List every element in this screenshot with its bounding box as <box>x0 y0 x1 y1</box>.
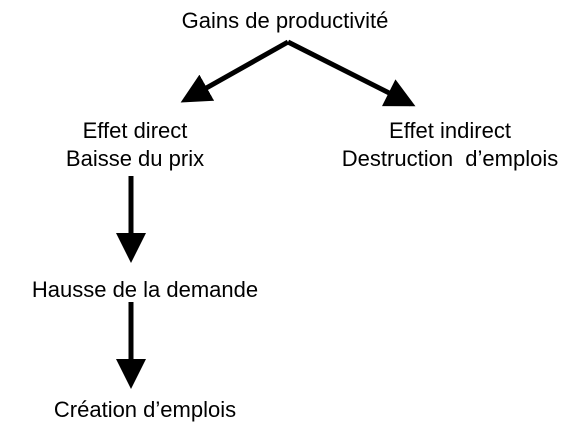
node-job-creation: Création d’emplois <box>0 396 290 424</box>
node-productivity-gains: Gains de productivité <box>145 7 425 35</box>
node-productivity-gains-label: Gains de productivité <box>181 8 389 33</box>
node-indirect-effect-subtitle: Destruction d’emplois <box>341 146 559 171</box>
node-indirect-effect-title: Effet indirect <box>389 118 511 143</box>
node-direct-effect-subtitle: Baisse du prix <box>65 146 205 171</box>
arrow-root-to-direct <box>180 39 290 103</box>
node-job-creation-label: Création d’emplois <box>53 397 237 422</box>
node-demand-increase-label: Hausse de la demande <box>31 277 259 302</box>
node-direct-effect: Effet direct Baisse du prix <box>20 117 250 173</box>
arrow-root-to-indirect <box>286 39 416 107</box>
node-direct-effect-title: Effet direct <box>82 118 188 143</box>
node-demand-increase: Hausse de la demande <box>0 276 290 304</box>
node-indirect-effect: Effet indirect Destruction d’emplois <box>330 117 570 173</box>
